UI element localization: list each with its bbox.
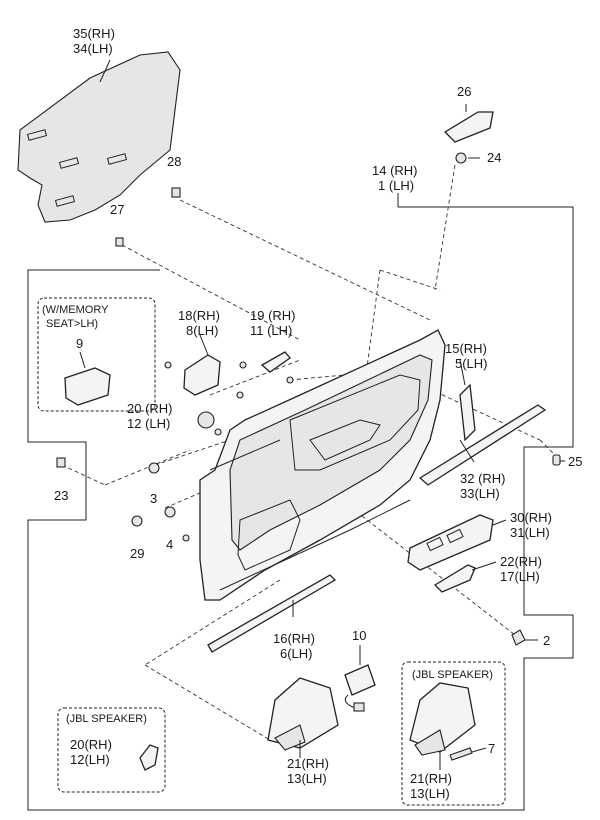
label-30: 30(RH) (510, 510, 552, 525)
part-28-clip (171, 187, 181, 198)
part-3-clip (148, 462, 160, 474)
part-4-clip (164, 506, 176, 518)
label-31: 31(LH) (510, 525, 550, 540)
part-7-tweeter (449, 747, 473, 761)
lower-garnish-16 (207, 574, 337, 653)
label-16: 16(RH) (273, 631, 315, 646)
label-22: 22(RH) (500, 554, 542, 569)
speaker-connector (344, 664, 376, 696)
part-27-clip (115, 237, 124, 247)
label-35: 35(RH) (73, 26, 115, 41)
label-20: 20 (RH) (127, 401, 173, 416)
label-28: 28 (167, 154, 181, 169)
part-22-cover (433, 564, 476, 593)
label-2: 2 (543, 633, 550, 648)
label-26: 26 (457, 84, 471, 99)
label-21b: 21(RH) (410, 771, 452, 786)
memory-box-title-1: (W/MEMORY (42, 304, 109, 316)
label-14: 14 (RH) (372, 163, 418, 178)
label-27: 27 (110, 202, 124, 217)
label-9: 9 (76, 336, 83, 351)
jbl-box-title-right: (JBL SPEAKER) (412, 669, 493, 681)
part-19-cover (260, 351, 291, 373)
label-1: 1 (LH) (378, 178, 414, 193)
label-20b: 20(RH) (70, 737, 112, 752)
part-26-cover (443, 111, 494, 143)
label-25: 25 (568, 454, 582, 469)
inside-handle-bracket (183, 354, 221, 396)
part-15-trim (459, 383, 476, 442)
label-5: 5(LH) (455, 356, 488, 371)
memory-box-title-2: SEAT>LH) (46, 318, 98, 330)
label-6: 6(LH) (280, 646, 313, 661)
tweeter-20-jbl (139, 744, 159, 771)
door-insulator-sheet (17, 51, 181, 223)
label-29: 29 (130, 546, 144, 561)
label-11: 11 (LH) (250, 323, 292, 338)
jbl-speaker-box-left (57, 707, 166, 793)
jbl-box-title-left: (JBL SPEAKER) (66, 713, 147, 725)
label-24: 24 (487, 150, 501, 165)
label-13b: 13(LH) (410, 786, 450, 801)
label-8: 8(LH) (186, 323, 219, 338)
label-23: 23 (54, 488, 68, 503)
label-7: 7 (488, 741, 495, 756)
jbl-speaker-box-right (401, 661, 506, 806)
part-25-clip (552, 454, 561, 466)
part-2-screw (511, 629, 526, 646)
weatherstrip-32 (418, 404, 547, 486)
memory-seat-switch (64, 367, 111, 406)
label-32: 32 (RH) (460, 471, 506, 486)
label-leaders (292, 193, 565, 770)
label-19: 19 (RH) (250, 308, 296, 323)
label-21a: 21(RH) (287, 756, 329, 771)
label-12: 12 (LH) (127, 416, 170, 431)
label-3: 3 (150, 491, 157, 506)
label-18: 18(RH) (178, 308, 220, 323)
memory-seat-box (37, 297, 156, 412)
label-12b: 12(LH) (70, 752, 110, 767)
part-23-clip (56, 457, 66, 468)
label-17: 17(LH) (500, 569, 540, 584)
label-13a: 13(LH) (287, 771, 327, 786)
label-4: 4 (166, 537, 173, 552)
label-34: 34(LH) (73, 41, 113, 56)
label-15: 15(RH) (445, 341, 487, 356)
label-10: 10 (352, 628, 366, 643)
assembly-frame (27, 206, 574, 811)
door-trim-panel (199, 329, 446, 601)
part-24-clip (455, 152, 467, 164)
part-29-clip (131, 515, 143, 527)
label-33: 33(LH) (460, 486, 500, 501)
